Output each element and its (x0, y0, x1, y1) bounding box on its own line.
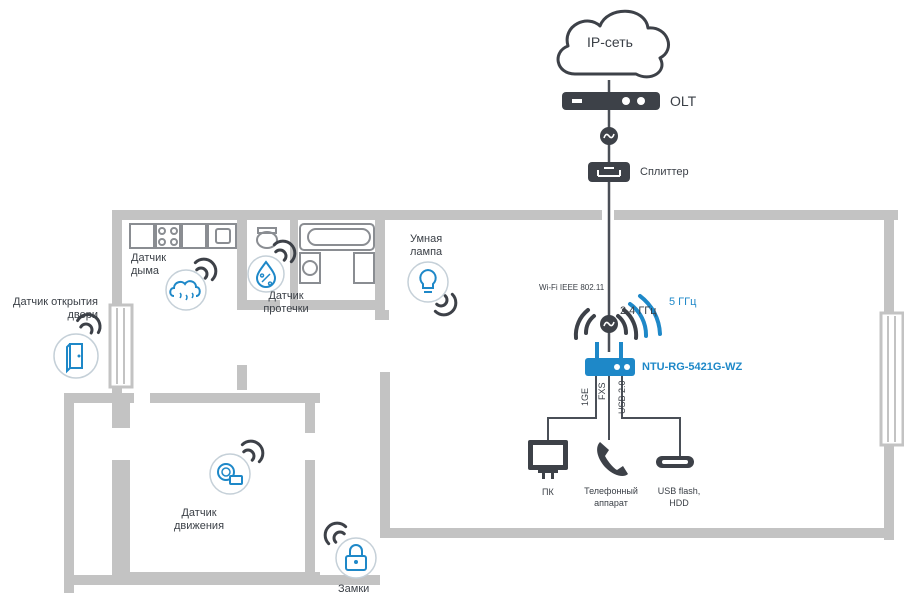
smoke-sensor-icon (165, 269, 207, 311)
wifi-signal-24-icon (573, 308, 639, 340)
leak-label-line1: Датчик (268, 290, 304, 302)
splitter-label: Сплиттер (640, 166, 689, 178)
smoke-sensor-label: Датчик дыма (131, 252, 166, 278)
router-model-label: NTU-RG-5421G-WZ (642, 361, 743, 373)
wifi-signal-5-icon (628, 294, 662, 338)
usb-label-line1: USB flash, (657, 486, 701, 496)
router-icon (585, 342, 635, 376)
door-sensor-icon (53, 333, 99, 379)
door-label-line1: Датчик открытия (13, 296, 98, 308)
lamp-label-line2: лампа (410, 246, 443, 258)
port-fxs-label: FXS (597, 382, 607, 400)
phone-label: Телефонный аппарат (578, 485, 644, 509)
pc-icon (528, 440, 568, 479)
leak-label-line2: протечки (263, 303, 309, 315)
kitchen-furniture (129, 223, 237, 249)
smoke-label-line2: дыма (131, 265, 160, 277)
lock-icon (335, 537, 377, 579)
motion-sensor-label: Датчик движения (166, 507, 232, 533)
smoke-label-line1: Датчик (131, 252, 167, 264)
motion-label-line1: Датчик (181, 507, 217, 519)
lamp-label-line1: Умная (410, 233, 443, 245)
cloud-icon (556, 9, 670, 79)
window-left (108, 303, 134, 389)
pc-label: ПК (542, 487, 554, 497)
leak-sensor-icon (247, 255, 285, 293)
band-5-label: 5 ГГц (669, 296, 697, 308)
port-1ge-label: 1GE (580, 387, 590, 406)
bathroom-fixtures (256, 223, 375, 284)
port-usb-label: USB 2.0 (617, 380, 627, 414)
wifi-standard-label: Wi-Fi IEEE 802.11 (539, 283, 605, 292)
device-cables (547, 376, 681, 456)
smart-lamp-icon (407, 261, 449, 303)
lock-label: Замки (338, 583, 370, 595)
window-right (879, 311, 904, 447)
splitter-icon (588, 162, 630, 182)
band-24-label: 2.4 ГГц (620, 305, 657, 317)
usb-drive-icon (656, 456, 694, 468)
lamp-label: Умная лампа (410, 233, 442, 259)
usb-label: USB flash, HDD (648, 485, 710, 509)
phone-icon (597, 442, 628, 476)
door-sensor-label: Датчик открытия двери (2, 296, 98, 322)
motion-label-line2: движения (173, 520, 225, 532)
phone-label-line1: Телефонный (584, 486, 638, 496)
wifi-connector-icon (600, 315, 618, 333)
motion-sensor-icon (209, 453, 251, 495)
olt-icon (562, 92, 660, 110)
cloud-label: IP-сеть (587, 34, 633, 50)
phone-label-line2: аппарат (594, 498, 628, 508)
leak-sensor-label: Датчик протечки (256, 290, 316, 316)
usb-label-line2: HDD (669, 498, 689, 508)
olt-label: OLT (670, 93, 697, 109)
door-label-line2: двери (67, 309, 98, 321)
optical-connector-icon (600, 127, 618, 145)
floorplan-walls (64, 210, 898, 593)
